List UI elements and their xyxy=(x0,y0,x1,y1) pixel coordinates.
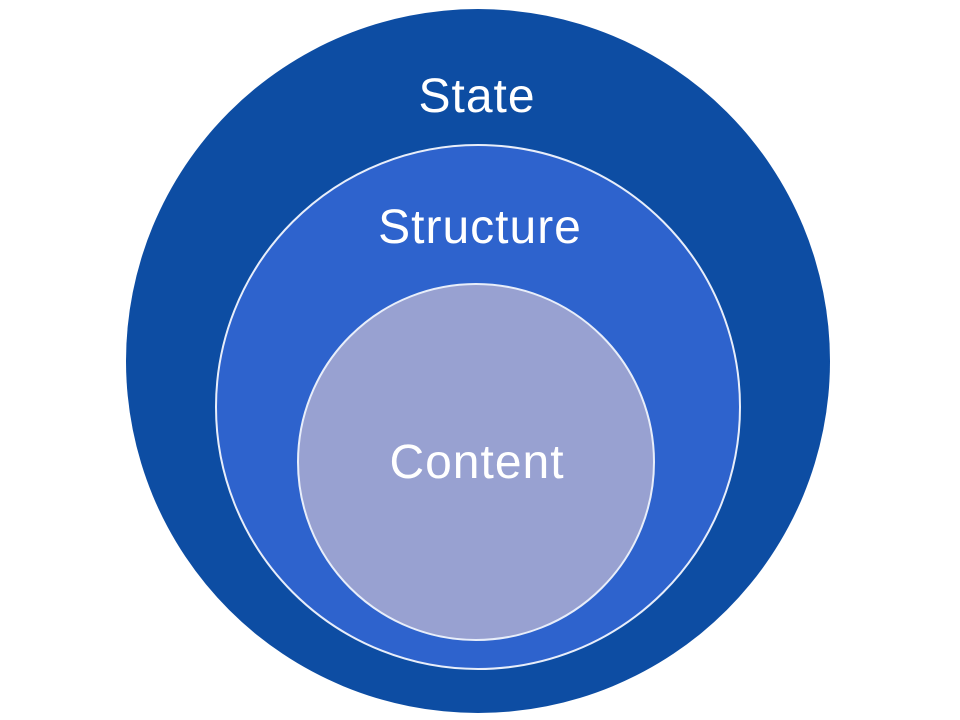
circle-state-label: State xyxy=(418,70,536,123)
circle-content xyxy=(297,283,655,641)
circle-content-label: Content xyxy=(389,436,565,489)
circle-structure-label: Structure xyxy=(378,201,582,254)
